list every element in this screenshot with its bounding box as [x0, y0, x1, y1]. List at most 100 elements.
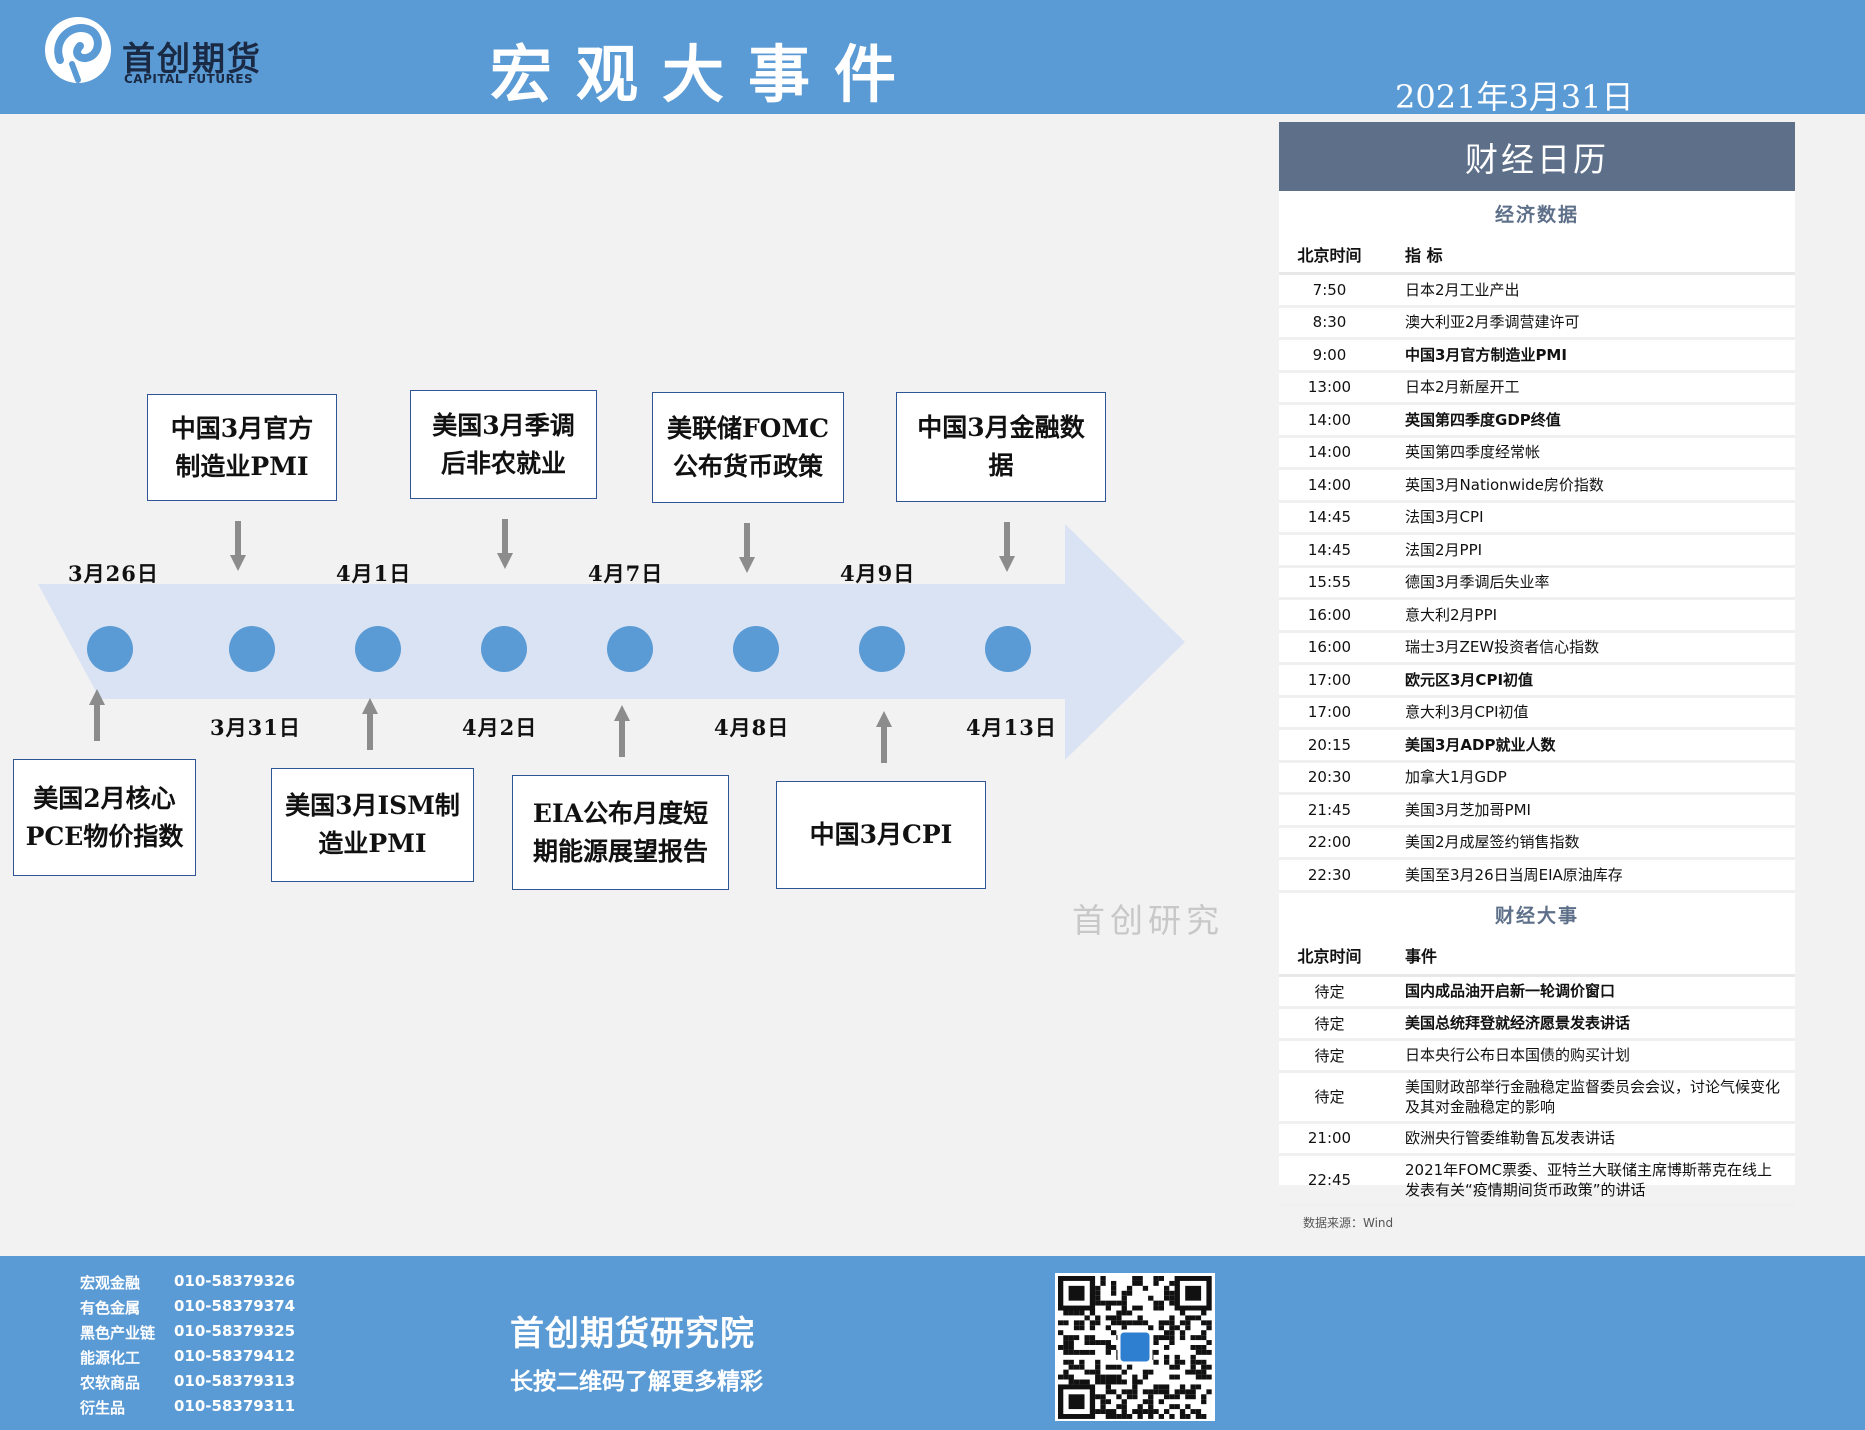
event-text-line: 中国3月CPI — [809, 820, 953, 849]
qr-module — [1116, 1374, 1122, 1380]
qr-module — [1179, 1310, 1186, 1316]
qr-code-image[interactable] — [1055, 1273, 1215, 1421]
qr-module — [1164, 1384, 1170, 1390]
qr-module — [1063, 1335, 1069, 1341]
qr-module — [1153, 1276, 1159, 1281]
qr-module — [1089, 1320, 1096, 1326]
qr-module — [1185, 1325, 1191, 1331]
calendar-title: 财经日历 — [1279, 122, 1795, 191]
row-name: 英国第四季度GDP终值 — [1380, 403, 1795, 438]
qr-module — [1111, 1280, 1117, 1286]
event-text-line: 公布货币政策 — [672, 451, 823, 481]
qr-module — [1095, 1295, 1101, 1301]
qr-module — [1095, 1300, 1101, 1306]
qr-module — [1148, 1394, 1154, 1400]
event-text-line: 美国3月ISM制 — [285, 791, 460, 820]
timeline-dot — [355, 626, 401, 672]
qr-module — [1137, 1409, 1143, 1415]
row-time: 21:00 — [1279, 1122, 1380, 1156]
qr-module — [1132, 1280, 1138, 1286]
qr-module — [1095, 1374, 1101, 1380]
event-text-line: 美国2月核心 — [33, 783, 176, 813]
event-text-line: 美联储FOMC — [666, 413, 830, 443]
qr-module — [1068, 1374, 1074, 1380]
row-name: 意大利3月CPI初值 — [1380, 696, 1795, 730]
qr-module — [1111, 1414, 1117, 1419]
qr-module — [1095, 1409, 1101, 1415]
qr-module — [1095, 1369, 1101, 1375]
timeline-event-box: 美国3月ISM制造业PMI — [271, 768, 474, 882]
qr-module — [1126, 1320, 1133, 1326]
qr-module — [1121, 1295, 1127, 1301]
qr-module — [1153, 1340, 1159, 1346]
qr-module — [1121, 1290, 1127, 1296]
qr-module — [1179, 1359, 1186, 1365]
qr-module — [1073, 1325, 1080, 1331]
timeline-event-box: 中国3月官方制造业PMI — [147, 394, 337, 501]
qr-module — [1142, 1369, 1149, 1375]
row-time: 待定 — [1279, 1007, 1380, 1041]
qr-module — [1063, 1349, 1069, 1355]
qr-module — [1121, 1369, 1127, 1375]
qr-module — [1190, 1394, 1196, 1400]
qr-module — [1063, 1369, 1069, 1375]
qr-module — [1084, 1369, 1090, 1375]
qr-module — [1190, 1369, 1196, 1375]
qr-module — [1089, 1335, 1096, 1341]
event-text-line: 期能源展望报告 — [532, 836, 708, 866]
qr-module — [1121, 1305, 1127, 1311]
time-column-header: 北京时间 — [1279, 936, 1380, 977]
qr-module — [1206, 1389, 1212, 1395]
qr-module — [1073, 1379, 1080, 1385]
qr-module — [1126, 1394, 1133, 1400]
qr-module — [1116, 1379, 1122, 1385]
qr-module — [1132, 1320, 1138, 1326]
qr-module — [1206, 1364, 1212, 1370]
qr-module — [1206, 1320, 1212, 1326]
qr-module — [1105, 1384, 1111, 1390]
qr-module — [1158, 1414, 1164, 1419]
qr-module — [1116, 1300, 1122, 1306]
qr-module — [1079, 1379, 1085, 1385]
qr-module — [1121, 1409, 1127, 1415]
row-time: 16:00 — [1279, 631, 1380, 665]
qr-module — [1068, 1379, 1074, 1385]
qr-finder-pattern — [1068, 1285, 1085, 1301]
qr-module — [1201, 1310, 1207, 1316]
row-time: 20:30 — [1279, 761, 1380, 795]
qr-module — [1169, 1290, 1175, 1296]
qr-module — [1179, 1414, 1186, 1419]
qr-module — [1201, 1359, 1207, 1365]
qr-module — [1132, 1389, 1138, 1395]
qr-module — [1100, 1399, 1106, 1405]
qr-module — [1169, 1335, 1175, 1341]
table-row: 待定日本央行公布日本国债的购买计划 — [1279, 1039, 1795, 1073]
qr-module — [1137, 1276, 1143, 1281]
row-name: 英国3月Nationwide房价指数 — [1380, 468, 1795, 503]
qr-module — [1111, 1389, 1117, 1395]
qr-module — [1116, 1414, 1122, 1419]
qr-module — [1164, 1394, 1170, 1400]
qr-module — [1164, 1320, 1170, 1326]
row-time: 16:00 — [1279, 598, 1380, 633]
brand-english-name: CAPITAL FUTURES — [124, 72, 254, 86]
qr-module — [1111, 1379, 1117, 1385]
qr-module — [1095, 1340, 1101, 1346]
qr-module — [1185, 1315, 1191, 1321]
qr-module — [1142, 1374, 1149, 1380]
qr-module — [1148, 1389, 1154, 1395]
qr-module — [1095, 1315, 1101, 1321]
row-name: 法国2月PPI — [1380, 533, 1795, 568]
qr-module — [1206, 1349, 1212, 1355]
table-row: 待定美国总统拜登就经济愿景发表讲话 — [1279, 1007, 1795, 1041]
qr-module — [1116, 1315, 1122, 1321]
qr-module — [1174, 1389, 1180, 1395]
event-text-line: 美国3月季调 — [432, 410, 575, 440]
qr-module — [1116, 1364, 1122, 1370]
